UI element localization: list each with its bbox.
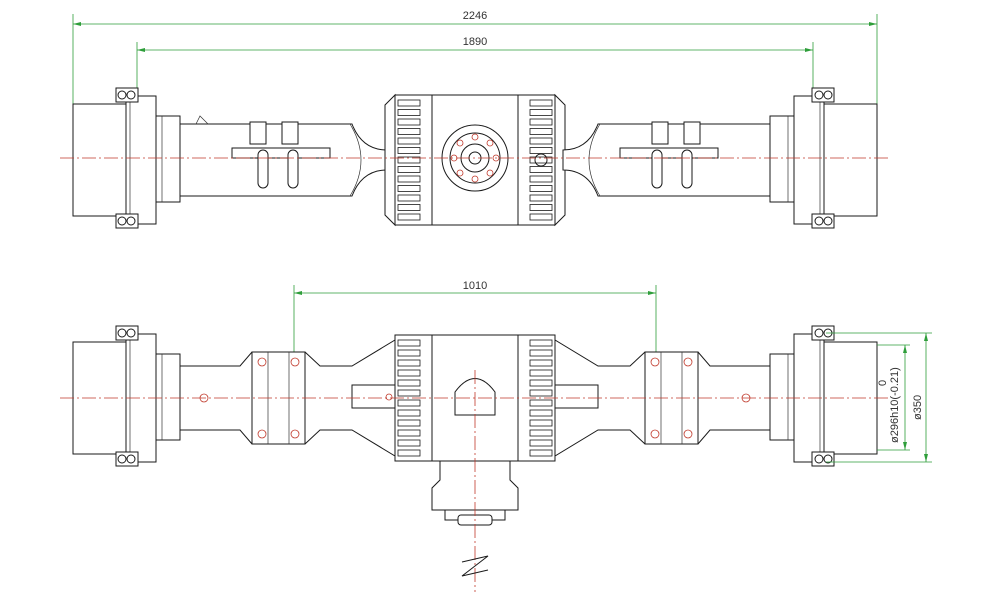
housing-fin bbox=[397, 147, 421, 154]
housing-fin bbox=[397, 213, 421, 221]
housing-fin bbox=[397, 339, 421, 347]
housing-fin bbox=[397, 137, 421, 145]
housing-fin bbox=[397, 185, 421, 192]
housing-fin bbox=[529, 349, 553, 357]
housing-fin bbox=[529, 204, 553, 211]
housing-fin bbox=[529, 359, 553, 367]
housing-fin bbox=[397, 409, 421, 417]
differential-housing-top bbox=[384, 93, 566, 227]
housing-fin bbox=[529, 419, 553, 427]
dim-flange-span: 1890 bbox=[136, 36, 814, 95]
housing-fin bbox=[529, 213, 553, 221]
housing-fin bbox=[529, 128, 553, 135]
outer-diameter-label: ø350 bbox=[912, 395, 924, 420]
housing-fin bbox=[529, 399, 553, 407]
housing-fin bbox=[529, 147, 553, 154]
left-wheel-hub-top bbox=[72, 87, 181, 229]
flange-span-label: 1890 bbox=[463, 36, 487, 48]
right-axle-tube-top bbox=[562, 123, 771, 197]
housing-fin bbox=[529, 99, 553, 107]
housing-fin bbox=[529, 194, 553, 202]
pilot-tolerance-upper: 0 bbox=[877, 380, 889, 386]
right-wheel-hub-top bbox=[769, 87, 878, 229]
housing-fin bbox=[529, 118, 553, 126]
housing-fin bbox=[397, 399, 421, 407]
housing-fin bbox=[529, 409, 553, 417]
overall-width-label: 2246 bbox=[463, 10, 487, 22]
left-spring-bracket-top bbox=[231, 121, 331, 189]
housing-fin bbox=[529, 439, 553, 447]
housing-fin bbox=[397, 175, 421, 183]
spring-seat-span-label: 1010 bbox=[463, 280, 487, 292]
bottom-view: 1010 bbox=[60, 280, 932, 592]
differential-housing-bottom bbox=[385, 334, 565, 526]
housing-fin bbox=[397, 419, 421, 427]
housing-fin bbox=[397, 439, 421, 447]
housing-fin bbox=[529, 429, 553, 437]
housing-fin bbox=[529, 137, 553, 145]
housing-fin bbox=[397, 369, 421, 377]
housing-fin bbox=[397, 359, 421, 367]
left-wheel-hub-bottom bbox=[72, 325, 181, 467]
housing-fin bbox=[397, 349, 421, 357]
housing-fin bbox=[397, 99, 421, 107]
housing-fin bbox=[397, 429, 421, 437]
housing-fin bbox=[397, 128, 421, 135]
housing-fin bbox=[529, 185, 553, 192]
housing-fin bbox=[529, 369, 553, 377]
right-spring-bracket-top bbox=[619, 121, 719, 189]
housing-fin bbox=[529, 166, 553, 173]
housing-fin bbox=[529, 156, 553, 164]
housing-fin bbox=[397, 156, 421, 164]
top-view: 2246 1890 bbox=[60, 10, 890, 229]
dim-overall-width: 2246 bbox=[72, 10, 878, 112]
housing-fin bbox=[529, 109, 553, 116]
right-wheel-hub-bottom bbox=[769, 325, 878, 467]
housing-fin bbox=[529, 379, 553, 387]
housing-fin bbox=[397, 118, 421, 126]
housing-fin bbox=[397, 389, 421, 397]
housing-fin bbox=[529, 449, 553, 457]
break-symbol bbox=[461, 555, 489, 577]
housing-fin bbox=[397, 204, 421, 211]
dim-diameters: ø296h10(-0.21) 0 ø350 bbox=[826, 332, 932, 463]
housing-fin bbox=[397, 194, 421, 202]
housing-fin bbox=[529, 175, 553, 183]
housing-fin bbox=[397, 166, 421, 173]
housing-fin bbox=[397, 109, 421, 116]
housing-fin bbox=[529, 389, 553, 397]
housing-fin bbox=[397, 379, 421, 387]
pilot-diameter-label: ø296h10(-0.21) bbox=[889, 367, 901, 443]
housing-fin bbox=[529, 339, 553, 347]
dim-spring-seat-span: 1010 bbox=[293, 280, 657, 352]
housing-fin bbox=[397, 449, 421, 457]
